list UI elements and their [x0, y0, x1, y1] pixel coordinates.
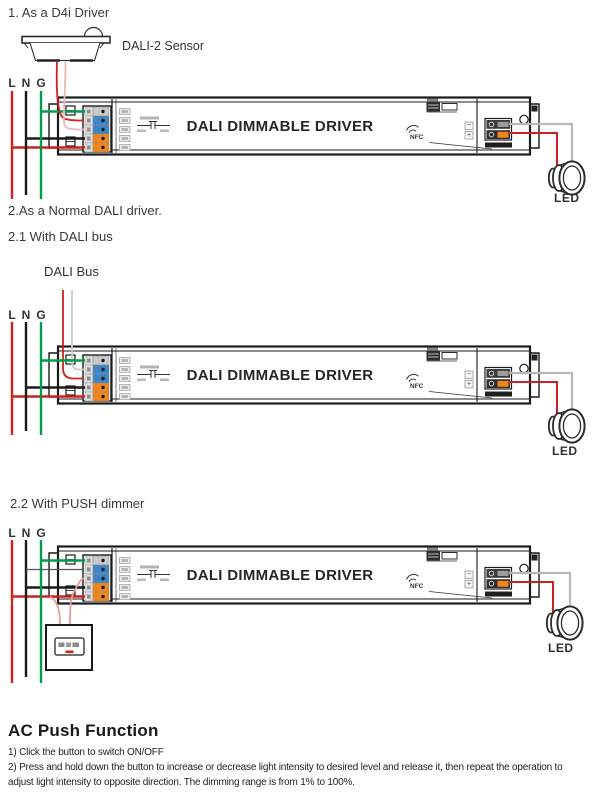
push-dimmer-icon [45, 624, 93, 671]
wire-label-l: L [8, 76, 16, 90]
instruction-line-3: adjust light intensity to opposite direc… [8, 776, 355, 788]
led-label: LED [554, 191, 580, 205]
diagram-dali-bus [10, 290, 586, 444]
section2-2-subheading: 2.2 With PUSH dimmer [10, 496, 145, 511]
wire-label-l: L [8, 526, 16, 540]
wire-label-n: N [21, 526, 31, 540]
wire-label-n: N [21, 308, 31, 322]
led-output-wires [509, 571, 572, 613]
nfc-label: NFC [410, 134, 424, 141]
mains-wires [10, 91, 85, 199]
nfc-label: NFC [410, 383, 424, 390]
led-label: LED [552, 444, 578, 458]
output-plus-label: + [466, 131, 472, 139]
output-plus-label: + [466, 580, 472, 588]
wire-label-l: L [8, 308, 16, 322]
dali-bus-label: DALI Bus [44, 264, 99, 279]
ac-push-function-heading: AC Push Function [8, 721, 159, 740]
wire-label-g: G [36, 308, 46, 322]
led-label: LED [548, 641, 574, 655]
output-minus-label: − [466, 571, 472, 578]
section2-heading: 2.As a Normal DALI driver. [8, 203, 162, 218]
output-minus-label: − [466, 122, 472, 129]
output-minus-label: − [466, 371, 472, 378]
wire-label-g: G [36, 76, 46, 90]
sensor-wires [55, 60, 85, 131]
diagram-push-dimmer [10, 540, 584, 683]
push-dimmer-wires [49, 577, 85, 626]
led-output-wires [509, 371, 574, 418]
driver-name-label: DALI DIMMABLE DRIVER [186, 118, 374, 135]
output-plus-label: + [466, 380, 472, 388]
section2-1-subheading: 2.1 With DALI bus [8, 229, 113, 244]
dali-2-sensor-icon [21, 26, 111, 62]
instruction-line-2: 2) Press and hold down the button to inc… [8, 762, 563, 773]
wire-label-g: G [36, 526, 46, 540]
section1-heading: 1. As a D4i Driver [8, 5, 110, 20]
driver-name-label: DALI DIMMABLE DRIVER [186, 367, 374, 384]
diagram-d4i [10, 26, 586, 199]
wire-label-n: N [21, 76, 31, 90]
sensor-label: DALI-2 Sensor [122, 39, 204, 53]
driver-name-label: DALI DIMMABLE DRIVER [186, 567, 374, 584]
dali-bus-wires [62, 290, 84, 380]
nfc-label: NFC [410, 583, 424, 590]
instruction-line-1: 1) Click the button to switch ON/OFF [8, 747, 164, 758]
mains-wires [10, 322, 85, 435]
led-output-wires [509, 122, 574, 169]
